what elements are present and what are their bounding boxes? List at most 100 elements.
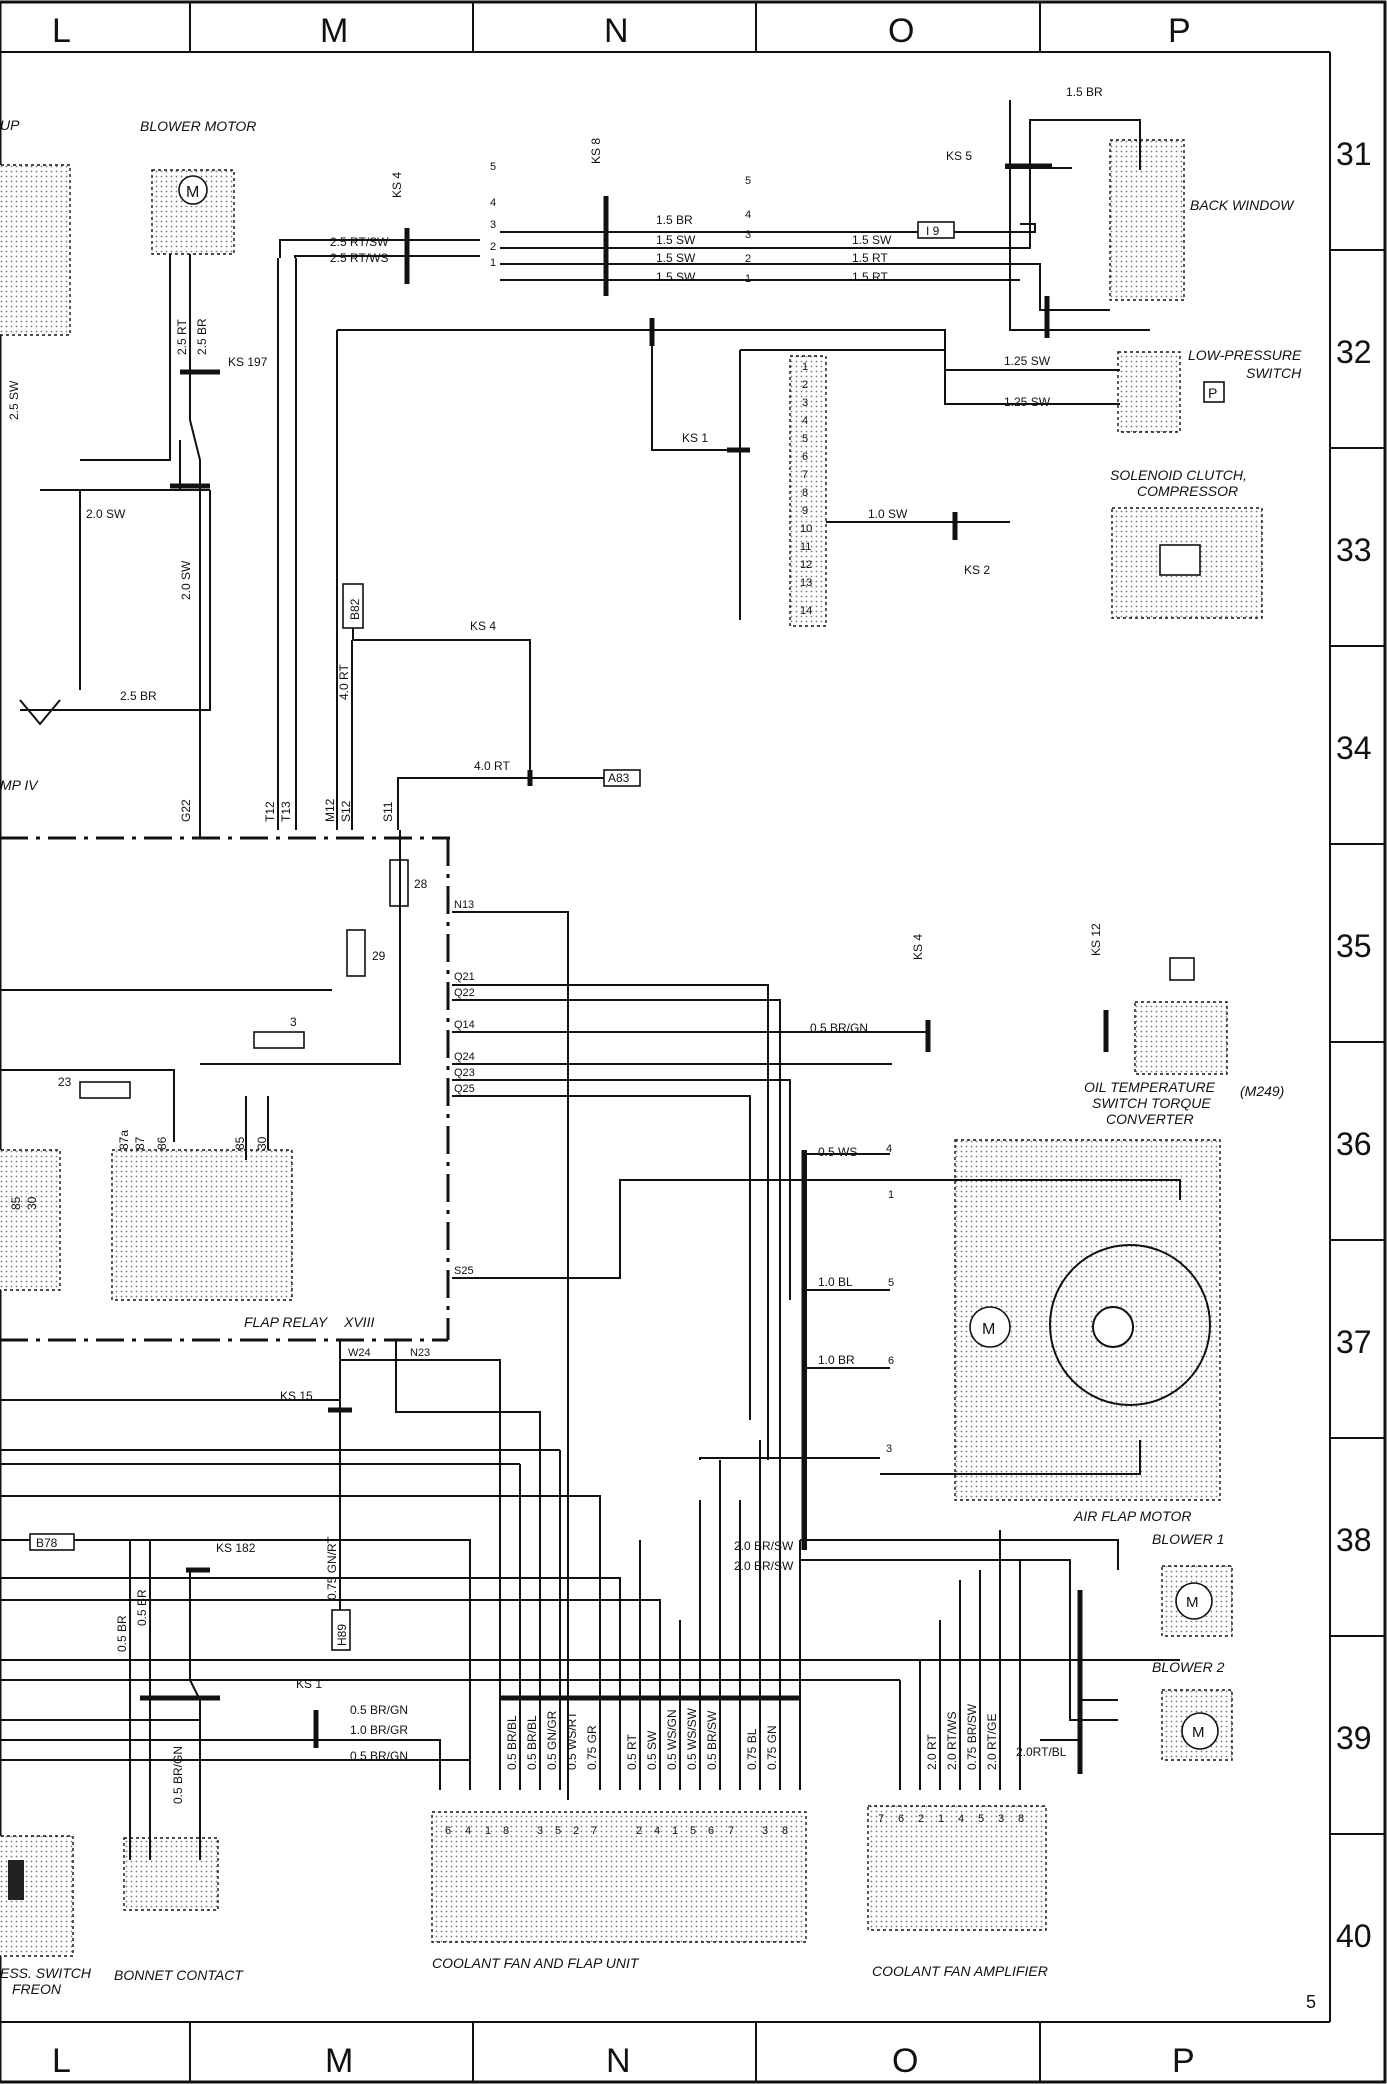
ks15-label: KS 15 [280,1389,313,1403]
wire-25: 0.5 BR/GN [350,1749,408,1763]
wire-16: 4.0 RT [474,759,510,773]
terminal-q23: Q23 [454,1067,475,1079]
vwire-8: 0.5 BR [135,1589,149,1626]
terminal-q25: Q25 [454,1083,475,1095]
fuse-23-label: 23 [58,1075,72,1089]
bus-label-13: 2.0 RT [925,1734,939,1770]
cf-pin-8: 7 [591,1825,597,1837]
terminal-q24: Q24 [454,1051,475,1063]
multi-pin-11: 11 [800,541,811,553]
terminal-s12: S12 [339,800,353,822]
wire-5: 1.5 SW [656,233,696,247]
col-label-l: L [52,12,71,50]
amp-pin-3: 2 [918,1813,924,1825]
terminal-n13: N13 [454,899,474,911]
fuse-3 [253,1031,305,1049]
blower-2-label: BLOWER 2 [1152,1659,1225,1675]
fuse-3-label: 3 [290,1015,297,1029]
cf-pin-11: 1 [672,1825,678,1837]
h89-connector [331,1609,351,1651]
motor-pin-3: 3 [886,1443,892,1455]
wire-2: 2.5 RT/SW [330,235,389,249]
terminal-labels: G22 T12 T13 M12 S12 S11 N13 Q21 Q22 Q14 … [9,798,475,1359]
row-label-35: 35 [1336,928,1372,964]
cf-pin-16: 8 [782,1825,788,1837]
wire-20: 1.0 BR [818,1353,855,1367]
relay-terminal-30: 30 [255,1136,269,1150]
amp-pin-6: 5 [978,1813,984,1825]
coolant-fan-amplifier-box [867,1805,1047,1931]
cf-pin-14: 7 [728,1825,734,1837]
wire-26: 2.0RT/BL [1016,1745,1067,1759]
svg-text:M: M [1192,1724,1205,1741]
multi-pin-8: 8 [802,487,808,499]
bus-label-10: 0.5 BR/SW [705,1710,719,1770]
wire-8: 1.5 SW [852,233,892,247]
ks4-right-label: KS 4 [911,934,925,960]
right-conn-pin-4: 4 [745,209,751,221]
left-conn-pin-4: 4 [490,197,496,209]
low-pressure-switch-box [1117,351,1181,433]
blower-2-symbol [1181,1712,1219,1750]
b82-label: B82 [348,598,362,620]
vwire-5: 4.0 RT [337,664,351,700]
blower-1-label: BLOWER 1 [1152,1531,1224,1547]
col-label-o-bottom: O [892,2042,918,2080]
bus-label-1: 0.5 BR/BL [505,1715,519,1770]
terminal-g22: G22 [179,799,193,822]
amp-pin-7: 3 [998,1813,1004,1825]
wire-3: 2.5 RT/WS [330,251,388,265]
right-conn-pin-2: 2 [745,253,751,265]
bus-label-7: 0.5 SW [645,1730,659,1770]
row-label-38: 38 [1336,1522,1372,1558]
fuse-23 [79,1081,131,1099]
bus-label-4: 0.5 WS/RT [565,1711,579,1770]
cf-pin-10: 4 [654,1825,660,1837]
converter-label: CONVERTER [1106,1111,1194,1127]
left-conn-pin-3: 3 [490,219,496,231]
bus-label-16: 2.0 RT/GE [985,1714,999,1770]
heater-unit-fragment [0,164,71,336]
oil-temperature-label: OIL TEMPERATURE [1084,1079,1216,1095]
i9-connector [917,221,955,239]
left-conn-pin-5: 5 [490,161,496,173]
motor-pin-6: 6 [888,1355,894,1367]
multi-pin-13: 13 [800,577,812,589]
relay-terminal-85: 85 [233,1136,247,1150]
bus-label-15: 0.75 BR/SW [965,1703,979,1770]
terminal-t13: T13 [279,801,293,822]
amp-pin-5: 4 [958,1813,964,1825]
bus-label-12: 0.75 GN [765,1725,779,1770]
terminal-q22: Q22 [454,987,475,999]
wire-15: 2.5 BR [120,689,157,703]
svg-text:M: M [186,184,199,201]
wire-4: 1.5 BR [656,213,693,227]
row-label-34: 34 [1336,730,1372,766]
h89-label: H89 [335,1624,349,1646]
air-flap-disc [1049,1244,1211,1406]
col-label-p: P [1168,12,1191,50]
right-conn-pin-3: 3 [745,229,751,241]
row-label-31: 31 [1336,136,1372,172]
ks8-label: KS 8 [589,138,603,164]
svg-text:M: M [1186,1594,1199,1611]
oil-temperature-code: (M249) [1240,1083,1284,1099]
wire-1: 1.5 BR [1066,85,1103,99]
col-label-n-bottom: N [606,2042,631,2080]
blower-1-symbol [1175,1582,1213,1620]
amp-pin-1: 7 [878,1813,884,1825]
column-labels-bottom: L M N O P [52,2042,1195,2080]
flap-relay-box [111,1149,293,1301]
cf-pin-3: 1 [485,1825,491,1837]
bus-label-8: 0.5 WS/GN [665,1709,679,1770]
wire-23: 0.5 BR/GN [350,1703,408,1717]
left-conn-pin-1: 1 [490,257,496,269]
ks197-label: KS 197 [228,355,268,369]
oil-temperature-switch-box [1134,1001,1228,1075]
multi-pin-14: 14 [800,605,812,617]
row-labels: 31 32 33 34 35 36 37 38 39 40 [1336,136,1372,1954]
back-window-heater [1109,139,1185,301]
flap-relay-label: FLAP RELAY [244,1314,329,1330]
